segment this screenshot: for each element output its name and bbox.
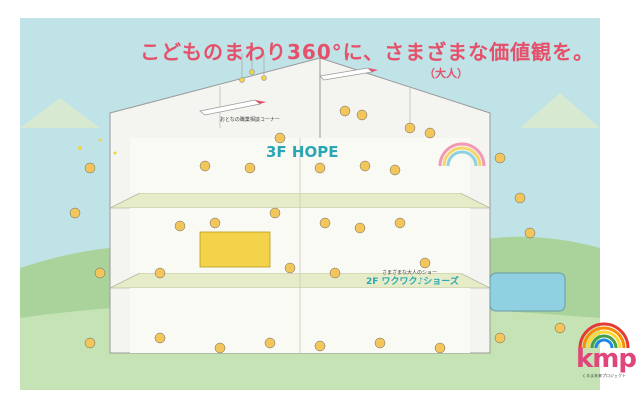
floor-3-caption: おとなの職業相談コーナー (220, 117, 280, 123)
rocket-right (319, 67, 378, 81)
stars (78, 138, 117, 155)
floor-3-label: 3F HOPE (266, 143, 339, 161)
poster-illustration: こどものまわり360°に、さまざまな価値観を。 （大人） おとなの職業相談コーナ… (20, 18, 600, 390)
poster-title: こどものまわり360°に、さまざまな価値観を。 (140, 40, 595, 64)
mountain-left (20, 98, 100, 128)
poster-artwork (20, 53, 600, 390)
rainbow-yellow (442, 146, 482, 167)
poster-subtitle: （大人） (424, 67, 468, 80)
floor-2-caption: さまざまな大人のショー (382, 270, 438, 276)
people (69, 105, 566, 354)
logo-subtext: くるま未来プロジェクト (582, 373, 626, 378)
pool (489, 272, 566, 312)
logo-text: kmp (576, 344, 637, 374)
floor-2-label: 2F ワクワク♪ショーズ (366, 277, 459, 287)
rainbow-blue (446, 150, 478, 167)
rainbow-icon (578, 322, 630, 349)
mountain-right (520, 93, 600, 128)
yellow-table (199, 231, 271, 268)
kmp-logo: kmp くるま未来プロジェクト (576, 318, 637, 382)
rocket-left (199, 99, 266, 116)
hanging-lamps (239, 53, 267, 83)
rainbow-pink (438, 142, 486, 167)
